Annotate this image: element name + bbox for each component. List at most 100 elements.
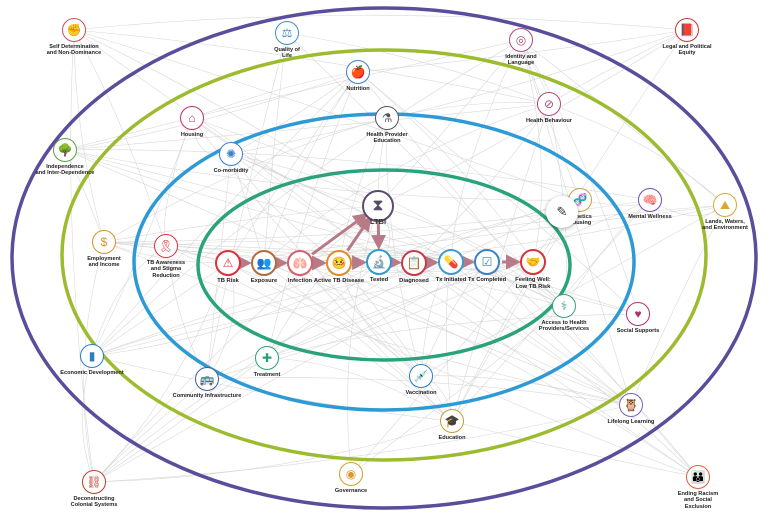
connection-line bbox=[451, 420, 699, 478]
connection-line bbox=[548, 29, 688, 105]
connection-line bbox=[338, 262, 453, 422]
outer-ring bbox=[10, 6, 758, 510]
node-label: Governance bbox=[334, 488, 368, 494]
node-label: Identity and Language bbox=[505, 54, 537, 67]
connection-line bbox=[299, 262, 453, 422]
node-label: Access to Health Providers/Services bbox=[538, 320, 590, 333]
connection-line bbox=[451, 199, 651, 422]
node-label: TB Awareness and Stigma Reduction bbox=[146, 260, 186, 279]
bar-chart-icon: ▮ bbox=[80, 344, 104, 368]
connection-line bbox=[82, 355, 95, 483]
microscope-icon: 🔬 bbox=[366, 249, 392, 275]
medical-report-icon: 📋 bbox=[401, 250, 427, 276]
connection-line bbox=[377, 39, 522, 207]
connection-line bbox=[338, 117, 388, 264]
virus-icon: ✺ bbox=[219, 142, 243, 166]
node-label: Education bbox=[438, 435, 466, 441]
broken-chain-icon: ⛓ bbox=[82, 470, 106, 494]
connection-line bbox=[91, 262, 229, 357]
node-label: Social Supports bbox=[616, 328, 660, 334]
connection-line bbox=[73, 29, 581, 201]
connection-line bbox=[73, 29, 379, 207]
node-label: LTBI bbox=[369, 217, 387, 226]
connection-line bbox=[93, 404, 632, 483]
connection-line bbox=[266, 71, 359, 359]
connection-line bbox=[520, 39, 639, 315]
connection-mesh bbox=[64, 15, 726, 483]
connection-line bbox=[263, 262, 632, 406]
connection-line bbox=[266, 199, 651, 359]
landscape-icon: ⛰ bbox=[713, 193, 737, 217]
node-label: Active TB Disease bbox=[313, 278, 365, 284]
node-label: Genetics Housing bbox=[568, 214, 592, 227]
connection-line bbox=[206, 261, 534, 380]
hourglass-icon: ⧗ bbox=[362, 190, 394, 222]
connection-line bbox=[377, 29, 688, 207]
connection-line bbox=[73, 29, 167, 247]
connection-line bbox=[413, 262, 699, 478]
food-icon: 🍎 bbox=[346, 60, 370, 84]
connection-line bbox=[165, 245, 208, 380]
connection-line bbox=[263, 262, 453, 422]
connection-line bbox=[93, 262, 229, 483]
connection-line bbox=[165, 245, 422, 377]
syringe-icon: 💉 bbox=[409, 364, 433, 388]
connection-line bbox=[91, 71, 359, 357]
node-label: Independence and Inter-Dependence bbox=[35, 164, 95, 177]
node-label: Self Determination and Non-Dominance bbox=[46, 44, 102, 57]
medical-kit-icon: ✚ bbox=[255, 346, 279, 370]
connection-line bbox=[299, 262, 699, 478]
node-label: Lands, Waters, and Environment bbox=[702, 219, 748, 232]
second-ring bbox=[60, 48, 708, 462]
no-smoking-icon: ⊘ bbox=[537, 92, 561, 116]
connection-line bbox=[227, 71, 359, 264]
connection-line bbox=[73, 29, 105, 243]
caduceus-icon: ⚕ bbox=[552, 294, 576, 318]
node-label: Economic Development bbox=[60, 370, 124, 376]
connection-line bbox=[263, 32, 288, 264]
book-icon: 📕 bbox=[675, 18, 699, 42]
handshake-heart-icon: 🤝 bbox=[520, 249, 546, 275]
money-hand-icon: $ bbox=[92, 230, 116, 254]
people-icon: 👥 bbox=[251, 250, 277, 276]
owl-icon: 🦉 bbox=[619, 393, 643, 417]
diverse-people-icon: 👪 bbox=[686, 465, 710, 489]
connection-line bbox=[93, 205, 379, 483]
warning-icon: ⚠ bbox=[215, 250, 241, 276]
connection-line bbox=[191, 117, 380, 263]
node-label: Feeling Well: Low TB Risk bbox=[515, 277, 551, 290]
brain-icon: 🧠 bbox=[638, 188, 662, 212]
connection-line bbox=[64, 149, 452, 263]
pill-hand-icon: 💊 bbox=[438, 249, 464, 275]
student-icon: 🎓 bbox=[440, 409, 464, 433]
connection-line bbox=[420, 375, 632, 406]
connection-line bbox=[206, 32, 288, 380]
connection-line bbox=[91, 117, 193, 357]
connection-line bbox=[548, 103, 726, 206]
node-label: Lifelong Learning bbox=[607, 419, 655, 425]
lungs-icon: 🫁 bbox=[287, 250, 313, 276]
connection-line bbox=[103, 205, 379, 243]
node-label: Deconstructing Colonial Systems bbox=[70, 496, 118, 509]
connection-line bbox=[64, 149, 581, 201]
edit-button[interactable]: ✎ bbox=[546, 196, 578, 228]
connection-line bbox=[91, 261, 534, 357]
node-label: Treatment bbox=[253, 372, 281, 378]
connection-line bbox=[347, 205, 379, 475]
node-label: Tx Completed bbox=[467, 277, 507, 283]
node-label: Nutrition bbox=[346, 86, 370, 92]
node-label: Infection bbox=[287, 278, 313, 284]
connection-line bbox=[357, 29, 688, 73]
node-label: Tested bbox=[369, 277, 389, 283]
support-people-icon: ♥ bbox=[626, 302, 650, 326]
connection-line bbox=[230, 153, 699, 478]
connection-line bbox=[486, 261, 632, 406]
connection-line bbox=[350, 199, 581, 475]
node-label: Diagnosed bbox=[399, 278, 429, 284]
node-label: Co-morbidity bbox=[213, 168, 249, 174]
tree-icon: 🌳 bbox=[53, 138, 77, 162]
pencil-icon: ✎ bbox=[556, 204, 568, 219]
node-label: Health Behaviour bbox=[525, 118, 572, 124]
fingerprint-icon: ◎ bbox=[509, 28, 533, 52]
connection-line bbox=[70, 29, 95, 483]
